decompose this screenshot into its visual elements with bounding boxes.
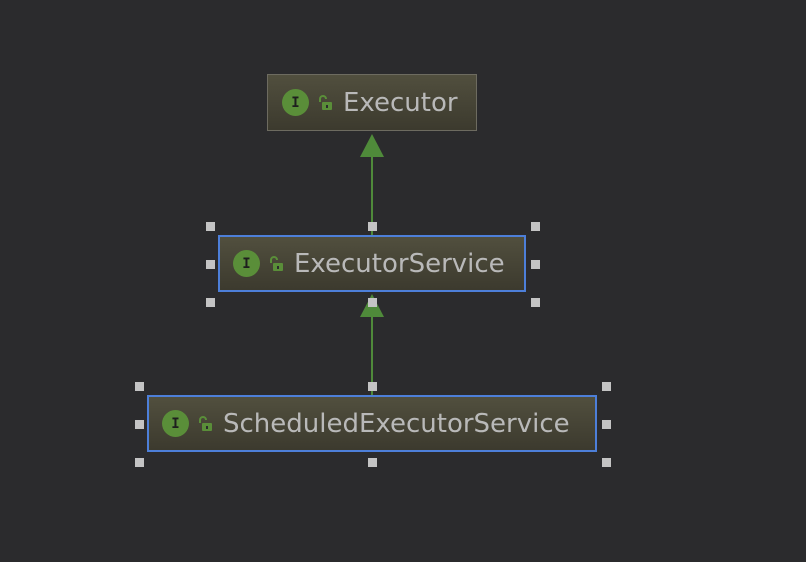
node-executor[interactable]: I Executor — [267, 74, 477, 131]
node-scheduled-executor-service[interactable]: I ScheduledExecutorService — [147, 395, 597, 452]
resize-handle-w[interactable] — [135, 420, 144, 429]
node-label: ExecutorService — [294, 248, 505, 279]
resize-handle-nw[interactable] — [206, 222, 215, 231]
resize-handle-n[interactable] — [368, 222, 377, 231]
resize-handle-s[interactable] — [368, 298, 377, 307]
resize-handle-sw[interactable] — [206, 298, 215, 307]
resize-handle-e[interactable] — [531, 260, 540, 269]
edge-executor-service-to-executor — [360, 134, 384, 236]
resize-handle-s[interactable] — [368, 458, 377, 467]
resize-handle-w[interactable] — [206, 260, 215, 269]
edge-scheduled-to-executor-service — [360, 294, 384, 396]
resize-handle-n[interactable] — [368, 382, 377, 391]
resize-handle-e[interactable] — [602, 420, 611, 429]
resize-handle-ne[interactable] — [602, 382, 611, 391]
interface-icon: I — [282, 89, 309, 116]
resize-handle-sw[interactable] — [135, 458, 144, 467]
resize-handle-ne[interactable] — [531, 222, 540, 231]
node-executor-service[interactable]: I ExecutorService — [218, 235, 526, 292]
node-label: ScheduledExecutorService — [223, 408, 570, 439]
resize-handle-se[interactable] — [602, 458, 611, 467]
interface-icon: I — [233, 250, 260, 277]
resize-handle-se[interactable] — [531, 298, 540, 307]
resize-handle-nw[interactable] — [135, 382, 144, 391]
arrowhead-icon — [360, 134, 384, 157]
public-unlocked-icon — [199, 415, 212, 431]
public-unlocked-icon — [319, 94, 332, 110]
interface-icon: I — [162, 410, 189, 437]
node-label: Executor — [343, 87, 458, 118]
public-unlocked-icon — [270, 255, 283, 271]
